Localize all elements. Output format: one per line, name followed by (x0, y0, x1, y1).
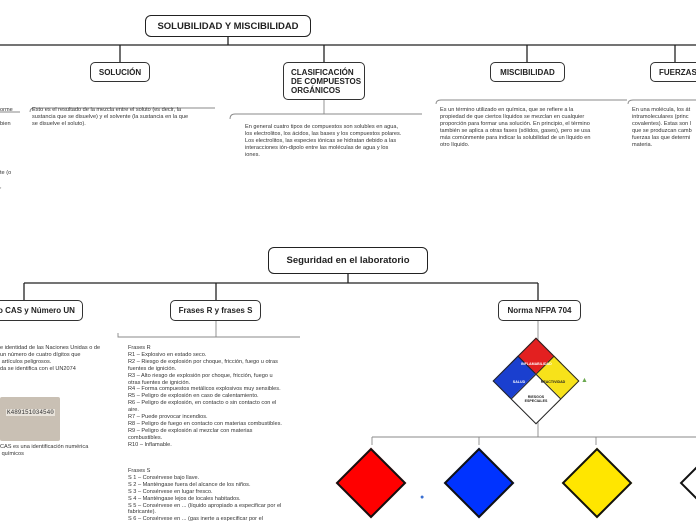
left-fragment-text-2: te (o , (0, 170, 12, 190)
nfpa-bottom-label: RIESGOS ESPECIALES (524, 395, 548, 403)
map1-title[interactable]: SOLUBILIDAD Y MISCIBILIDAD (145, 15, 311, 37)
frases-s-list: Frases S S 1 – Consérvese bajo llave. S … (128, 468, 282, 523)
chemical-label-photo: K489151034540 (0, 397, 60, 441)
branch-miscibilidad[interactable]: MISCIBILIDAD (490, 62, 565, 82)
frases-r-list: Frases R R1 – Explosivo en estado seco. … (128, 345, 282, 448)
branch-cas[interactable]: o CAS y Número UN (0, 300, 83, 321)
image-icon[interactable]: ▲ (581, 377, 588, 384)
branch-frases[interactable]: Frases R y frases S (170, 300, 261, 321)
nfpa-right-label: REACTIVIDAD (540, 380, 566, 384)
photo-code: K489151034540 (6, 409, 55, 416)
branch-nfpa[interactable]: Norma NFPA 704 (498, 300, 581, 321)
cas-description-2: CAS es una identificación numérica quími… (0, 444, 89, 457)
branch-clasificacion[interactable]: CLASIFICACIÓN DE COMPUESTOS ORGÁNICOS (283, 62, 365, 100)
map2-title[interactable]: Seguridad en el laboratorio (268, 247, 428, 274)
miscibilidad-description: Es un término utilizado en química, que … (440, 107, 591, 148)
fuerzas-description: En una molécula, los át intramoleculares… (632, 107, 692, 148)
left-fragment-text: orme bien (0, 107, 13, 127)
branch-solucion[interactable]: SOLUCIÓN (90, 62, 150, 82)
nfpa-top-label: INFLAMABILIDAD (521, 362, 552, 366)
nfpa-diamond[interactable]: INFLAMABILIDAD SALUD REACTIVIDAD RIESGOS… (492, 337, 580, 425)
nfpa-left-label: SALUD (512, 380, 526, 384)
branch-fuerzas[interactable]: FUERZAS (650, 62, 696, 82)
clasificacion-description: En general cuatro tipos de compuestos so… (245, 124, 402, 158)
cas-description: e identidad de las Naciones Unidas o de … (0, 345, 101, 372)
solucion-description: Esto es el resultado de la mezcla entre … (32, 107, 189, 127)
wordpress-icon[interactable]: ● (420, 494, 425, 501)
